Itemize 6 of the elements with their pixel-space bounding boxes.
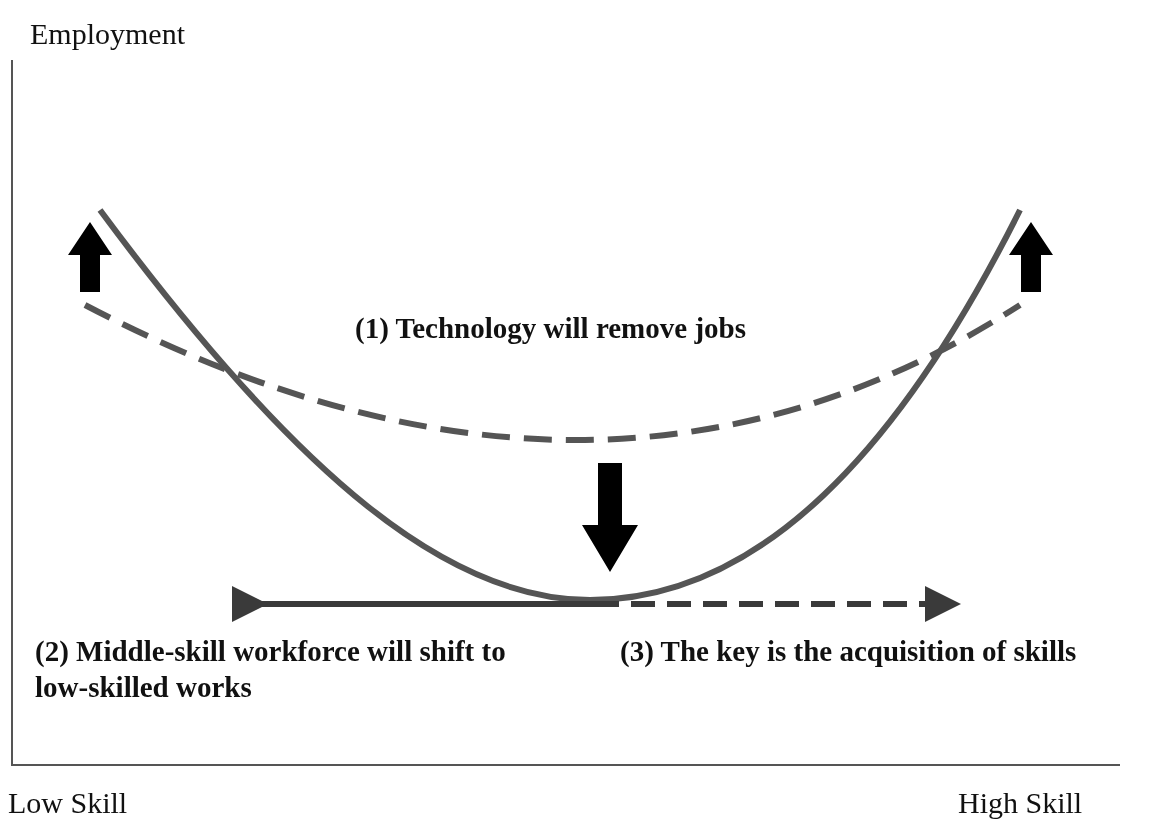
axis-label: Employment [30,16,185,52]
annotation-text: (3) The key is the acquisition of skills [620,634,1077,669]
annotation-text: (2) Middle-skill workforce will shift to low-skilled works [35,634,507,705]
axis-label: Low Skill [8,785,128,821]
axis-label: High Skill [958,785,1083,821]
annotation-text: (1) Technology will remove jobs [355,311,746,346]
